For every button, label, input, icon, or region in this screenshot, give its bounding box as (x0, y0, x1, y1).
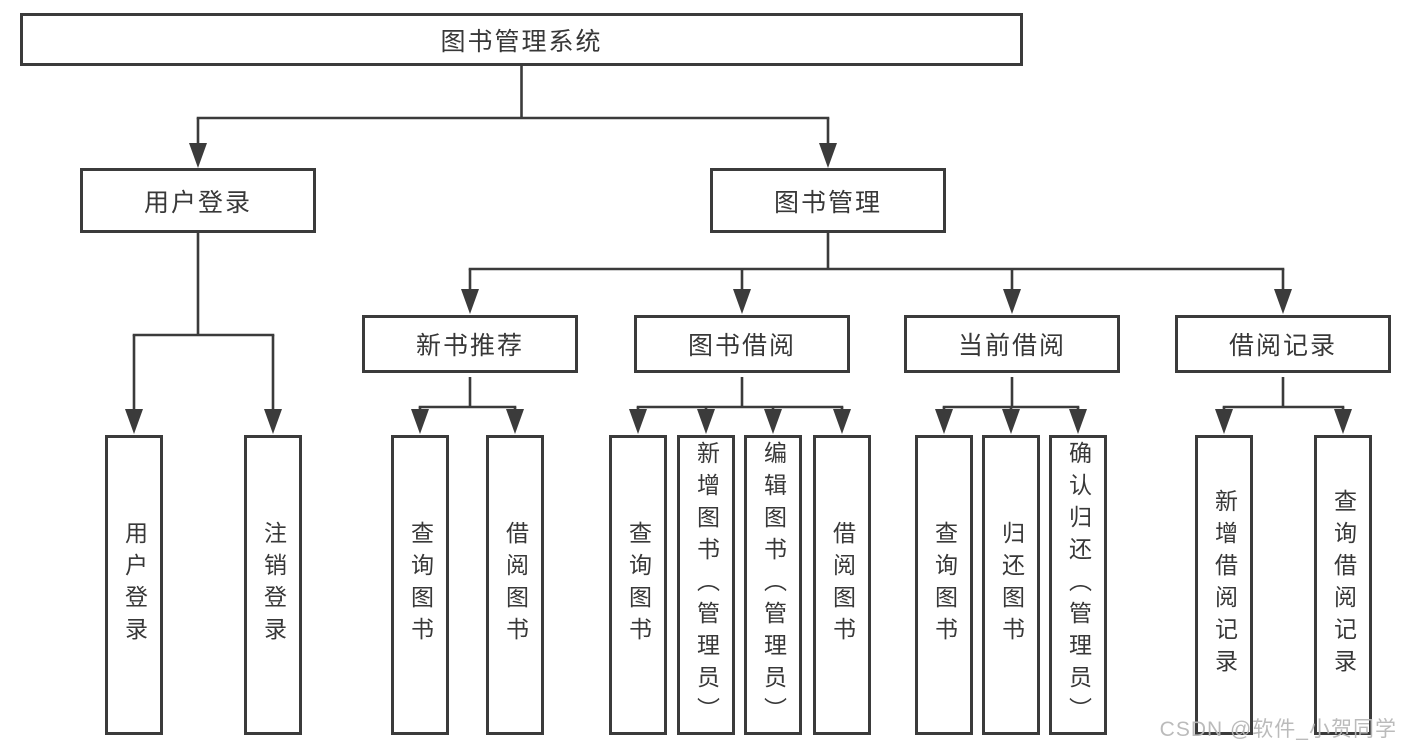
leaf-query-books-borrow: 查询图书 (609, 435, 667, 735)
leaf-edit-book-admin: 编辑图书（管理员） (744, 435, 802, 735)
node-label: 新书推荐 (415, 332, 524, 360)
node-label: 用户登录 (121, 521, 148, 649)
node-label: 图书借阅 (687, 332, 796, 360)
connector-new-book-to-leaves (411, 377, 524, 434)
node-label: 新增借阅记录 (1211, 489, 1238, 681)
node-label: 注销登录 (260, 521, 287, 649)
node-book-borrowing: 图书借阅 (634, 315, 850, 373)
node-label: 图书管理系统 (440, 27, 603, 56)
node-current-borrowing: 当前借阅 (904, 315, 1120, 373)
leaf-logout: 注销登录 (244, 435, 302, 735)
node-label: 借阅图书 (502, 521, 529, 649)
leaf-return-books: 归还图书 (982, 435, 1040, 735)
leaf-borrow-books-borrow: 借阅图书 (813, 435, 871, 735)
connector-book-management-to-level3 (461, 232, 1292, 314)
node-label: 借阅记录 (1228, 332, 1337, 360)
node-label: 借阅图书 (829, 521, 856, 649)
node-label: 查询图书 (625, 521, 652, 649)
leaf-query-books-recommend: 查询图书 (391, 435, 449, 735)
node-user-login: 用户登录 (80, 168, 316, 233)
connector-book-borrow-to-leaves (629, 377, 851, 434)
node-label: 图书管理 (773, 188, 882, 217)
node-label: 新增图书（管理员） (693, 441, 720, 729)
node-new-book-recommendation: 新书推荐 (362, 315, 578, 373)
leaf-user-login: 用户登录 (105, 435, 163, 735)
node-label: 查询借阅记录 (1330, 489, 1357, 681)
connector-borrow-records-to-leaves (1215, 377, 1352, 434)
node-book-management: 图书管理 (710, 168, 946, 233)
node-borrowing-records: 借阅记录 (1175, 315, 1391, 373)
leaf-query-borrow-record: 查询借阅记录 (1314, 435, 1372, 735)
node-label: 查询图书 (931, 521, 958, 649)
node-label: 查询图书 (407, 521, 434, 649)
node-label: 用户登录 (143, 188, 252, 217)
leaf-add-book-admin: 新增图书（管理员） (677, 435, 735, 735)
leaf-confirm-return-admin: 确认归还（管理员） (1049, 435, 1107, 735)
node-library-management-system: 图书管理系统 (20, 13, 1023, 66)
leaf-query-books-current: 查询图书 (915, 435, 973, 735)
connector-user-login-to-leaves (125, 233, 282, 434)
connector-root-to-level2 (189, 66, 837, 168)
csdn-watermark: CSDN @软件_小贺同学 (1159, 718, 1397, 741)
leaf-borrow-books-recommend: 借阅图书 (486, 435, 544, 735)
node-label: 确认归还（管理员） (1065, 441, 1092, 729)
node-label: 编辑图书（管理员） (760, 441, 787, 729)
node-label: 归还图书 (998, 521, 1025, 649)
leaf-add-borrow-record: 新增借阅记录 (1195, 435, 1253, 735)
connector-current-borrow-to-leaves (935, 377, 1087, 434)
node-label: 当前借阅 (957, 332, 1066, 360)
